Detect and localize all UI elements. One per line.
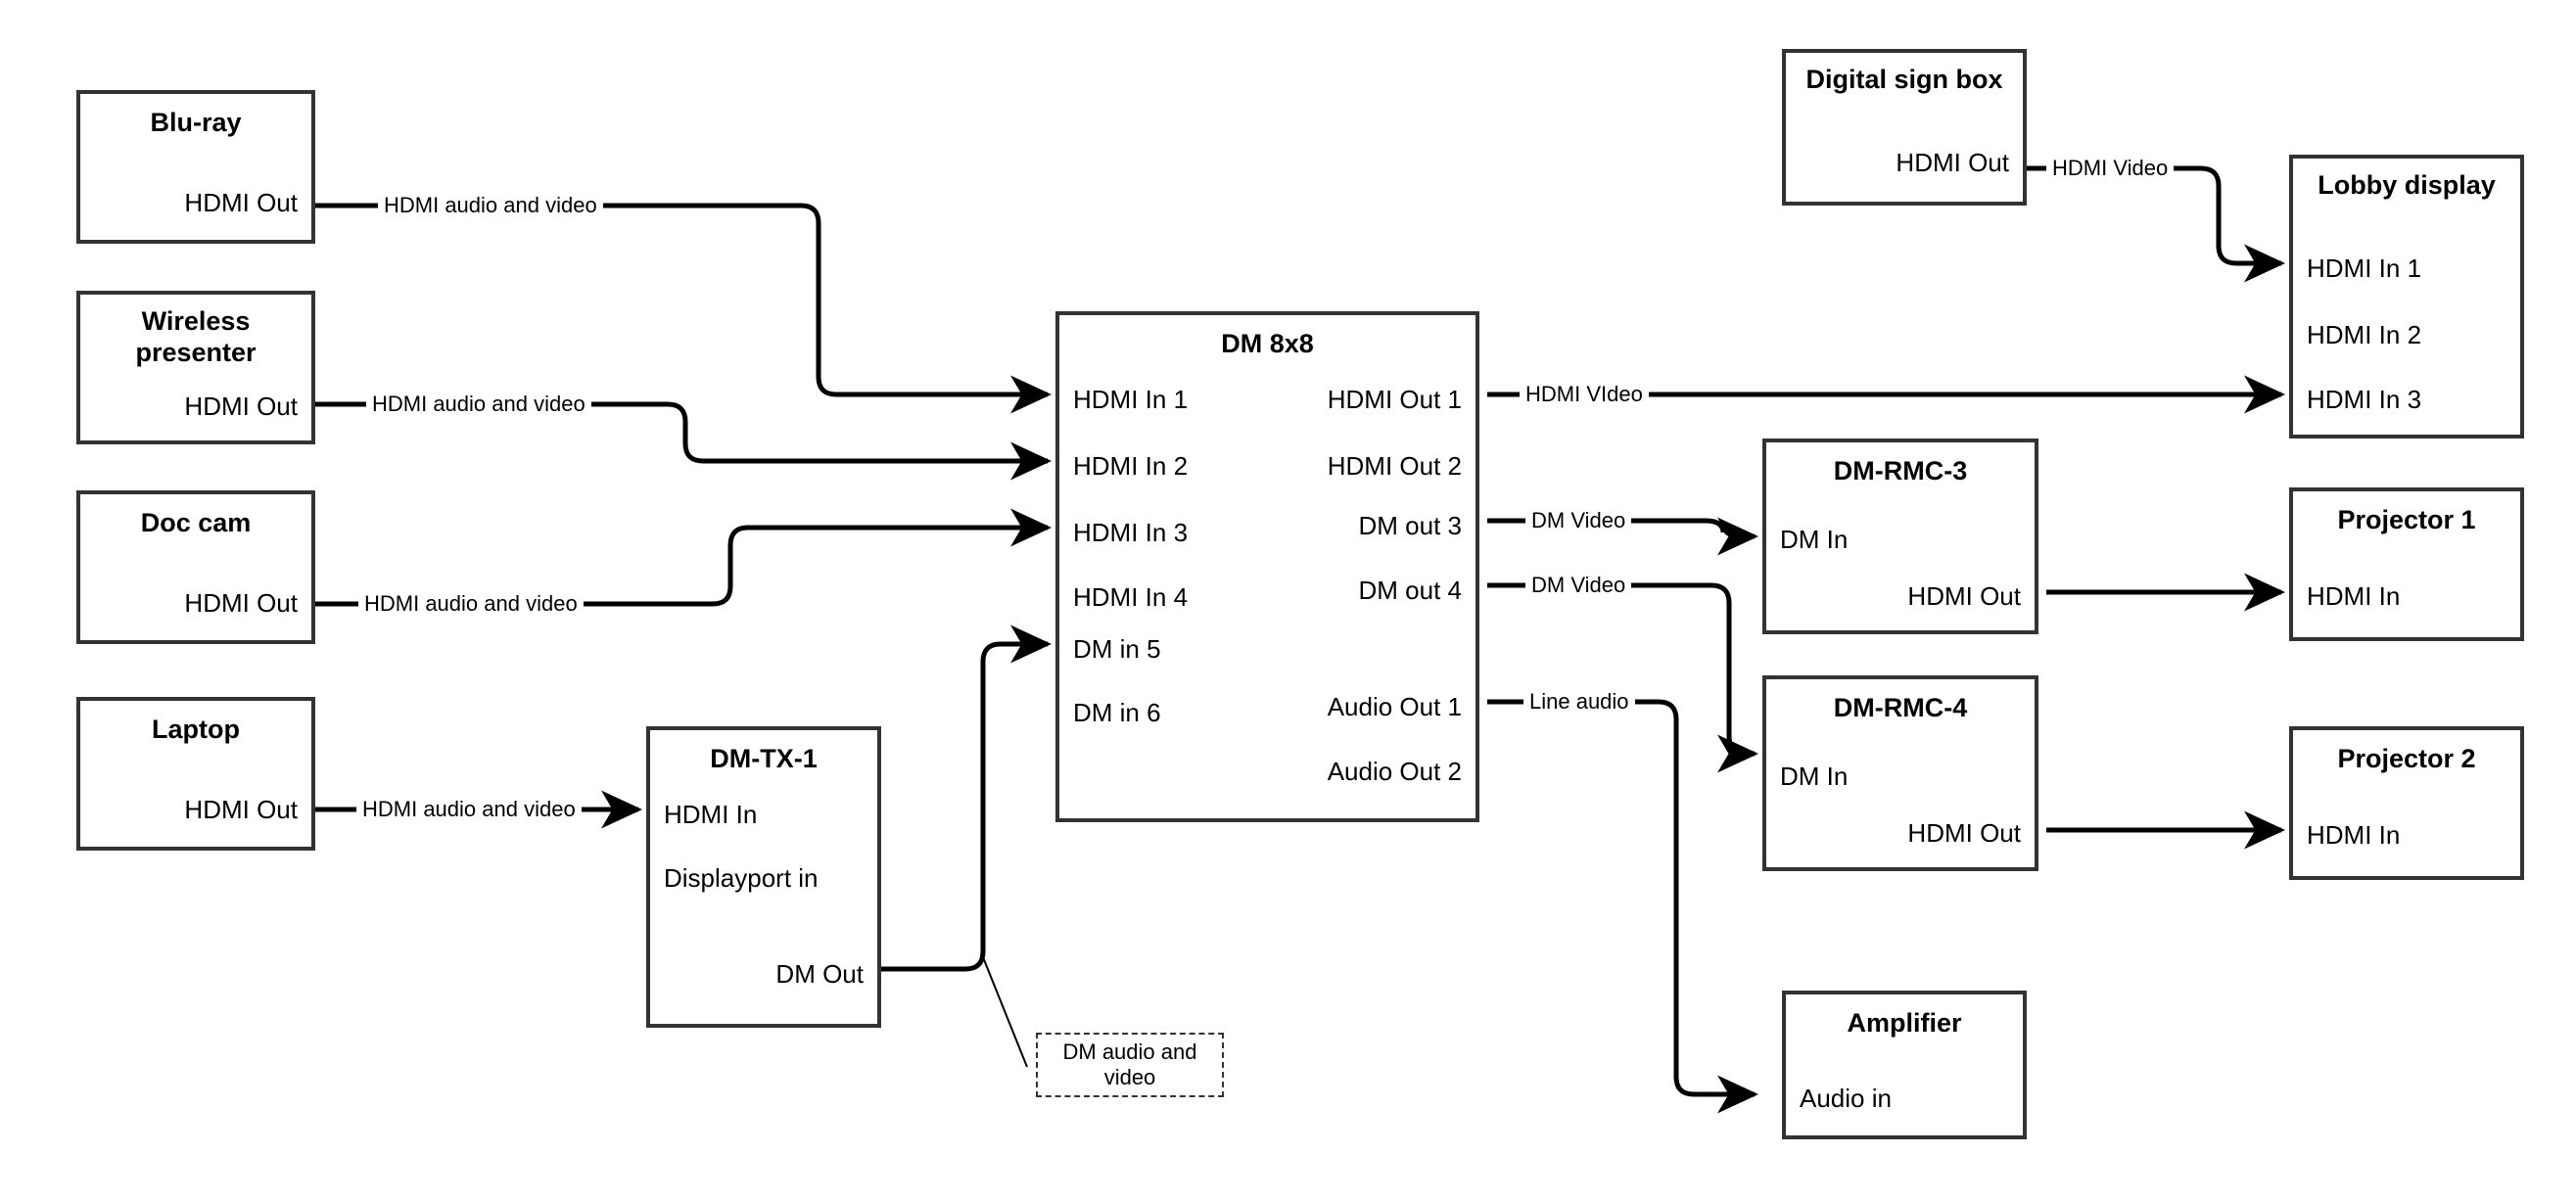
- port-dm8x8-hdmi-in-4[interactable]: HDMI In 4: [1073, 582, 1189, 612]
- node-bluray-title: Blu-ray: [150, 108, 242, 137]
- node-dm-rmc-3[interactable]: DM-RMC-3 DM In HDMI Out: [1762, 439, 2038, 634]
- node-digital-sign-box-title: Digital sign box: [1805, 65, 2003, 94]
- port-wireless-hdmi-out[interactable]: HDMI Out: [184, 392, 298, 421]
- port-doccam-hdmi-out[interactable]: HDMI Out: [184, 588, 298, 618]
- edge-label-hdmi-out-1: HDMI VIdeo: [1520, 384, 1649, 405]
- wire-audio-out-1-to-amplifier: [1487, 699, 1759, 1114]
- edge-label-laptop: HDMI audio and video: [356, 799, 582, 820]
- node-doc-cam[interactable]: Doc cam HDMI Out: [76, 490, 315, 644]
- node-lobby-display-title: Lobby display: [2318, 170, 2496, 200]
- node-dm-tx-1[interactable]: DM-TX-1 HDMI In Displayport in DM Out: [646, 726, 881, 1028]
- port-signbox-hdmi-out[interactable]: HDMI Out: [1896, 148, 2009, 177]
- port-lobby-hdmi-in-3[interactable]: HDMI In 3: [2307, 385, 2422, 414]
- wire-dmtx1-to-dm-in-5: [881, 624, 1053, 972]
- node-dm-rmc-3-title: DM-RMC-3: [1833, 456, 1968, 485]
- wire-dm-out-4-to-rmc4: [1487, 582, 1759, 773]
- port-laptop-hdmi-out[interactable]: HDMI Out: [184, 795, 298, 824]
- port-dm8x8-audio-out-1[interactable]: Audio Out 1: [1327, 692, 1462, 721]
- port-dmtx1-displayport-in[interactable]: Displayport in: [664, 863, 819, 893]
- node-wireless-presenter[interactable]: Wireless presenter HDMI Out: [76, 291, 315, 444]
- port-dm8x8-hdmi-out-1[interactable]: HDMI Out 1: [1327, 385, 1462, 414]
- node-lobby-display[interactable]: Lobby display HDMI In 1 HDMI In 2 HDMI I…: [2289, 155, 2524, 439]
- node-dm-8x8[interactable]: DM 8x8 HDMI In 1 HDMI In 2 HDMI In 3 HDM…: [1055, 311, 1479, 822]
- port-lobby-hdmi-in-2[interactable]: HDMI In 2: [2307, 320, 2422, 349]
- port-dm8x8-audio-out-2[interactable]: Audio Out 2: [1327, 757, 1462, 786]
- edge-label-audio-out-1: Line audio: [1523, 691, 1635, 713]
- node-projector-2-title: Projector 2: [2337, 744, 2476, 773]
- edge-label-dm-out-3: DM Video: [1525, 510, 1632, 531]
- node-amplifier-title: Amplifier: [1847, 1008, 1962, 1038]
- node-laptop-title: Laptop: [152, 715, 240, 744]
- node-projector-2[interactable]: Projector 2 HDMI In: [2289, 726, 2524, 880]
- port-dm8x8-hdmi-out-2[interactable]: HDMI Out 2: [1327, 451, 1462, 481]
- node-dm-8x8-title: DM 8x8: [1221, 329, 1314, 358]
- annotation-dm-audio-and-video: DM audio and video: [1036, 1033, 1224, 1097]
- port-rmc4-dm-in[interactable]: DM In: [1780, 762, 1849, 791]
- node-laptop[interactable]: Laptop HDMI Out: [76, 697, 315, 851]
- port-lobby-hdmi-in-1[interactable]: HDMI In 1: [2307, 254, 2422, 283]
- node-bluray[interactable]: Blu-ray HDMI Out: [76, 90, 315, 244]
- wire-bluray-to-hdmi-in-1: [315, 203, 1053, 414]
- port-rmc4-hdmi-out[interactable]: HDMI Out: [1907, 818, 2021, 848]
- port-projector-1-hdmi-in[interactable]: HDMI In: [2307, 581, 2401, 611]
- port-projector-2-hdmi-in[interactable]: HDMI In: [2307, 820, 2401, 850]
- port-dm8x8-dm-in-6[interactable]: DM in 6: [1073, 698, 1161, 727]
- edge-label-bluray: HDMI audio and video: [378, 195, 603, 216]
- port-dmtx1-dm-out[interactable]: DM Out: [775, 959, 864, 989]
- port-dm8x8-dm-out-4[interactable]: DM out 4: [1358, 576, 1463, 605]
- port-dm8x8-hdmi-in-2[interactable]: HDMI In 2: [1073, 451, 1189, 481]
- node-projector-1[interactable]: Projector 1 HDMI In: [2289, 487, 2524, 641]
- edge-label-dm-out-4: DM Video: [1525, 575, 1632, 596]
- port-dm8x8-dm-in-5[interactable]: DM in 5: [1073, 634, 1161, 664]
- node-projector-1-title: Projector 1: [2337, 505, 2476, 534]
- port-bluray-hdmi-out[interactable]: HDMI Out: [184, 188, 298, 217]
- port-dmtx1-hdmi-in[interactable]: HDMI In: [664, 800, 758, 829]
- node-dm-tx-1-title: DM-TX-1: [710, 744, 818, 773]
- node-wireless-presenter-title: Wireless presenter: [135, 306, 257, 367]
- node-dm-rmc-4-title: DM-RMC-4: [1833, 693, 1968, 722]
- edge-label-wireless: HDMI audio and video: [366, 393, 591, 415]
- edge-label-signbox: HDMI Video: [2046, 158, 2175, 179]
- port-rmc3-hdmi-out[interactable]: HDMI Out: [1907, 581, 2021, 611]
- port-amplifier-audio-in[interactable]: Audio in: [1800, 1084, 1892, 1113]
- node-doc-cam-title: Doc cam: [140, 508, 252, 537]
- node-digital-sign-box[interactable]: Digital sign box HDMI Out: [1782, 49, 2027, 206]
- port-dm8x8-hdmi-in-1[interactable]: HDMI In 1: [1073, 385, 1189, 414]
- port-rmc3-dm-in[interactable]: DM In: [1780, 525, 1849, 554]
- node-dm-rmc-4[interactable]: DM-RMC-4 DM In HDMI Out: [1762, 675, 2038, 871]
- port-dm8x8-dm-out-3[interactable]: DM out 3: [1358, 511, 1463, 540]
- leader-dm-audio-video: [982, 956, 1028, 1068]
- node-amplifier[interactable]: Amplifier Audio in: [1782, 991, 2027, 1139]
- port-dm8x8-hdmi-in-3[interactable]: HDMI In 3: [1073, 518, 1189, 547]
- edge-label-doccam: HDMI audio and video: [358, 593, 584, 615]
